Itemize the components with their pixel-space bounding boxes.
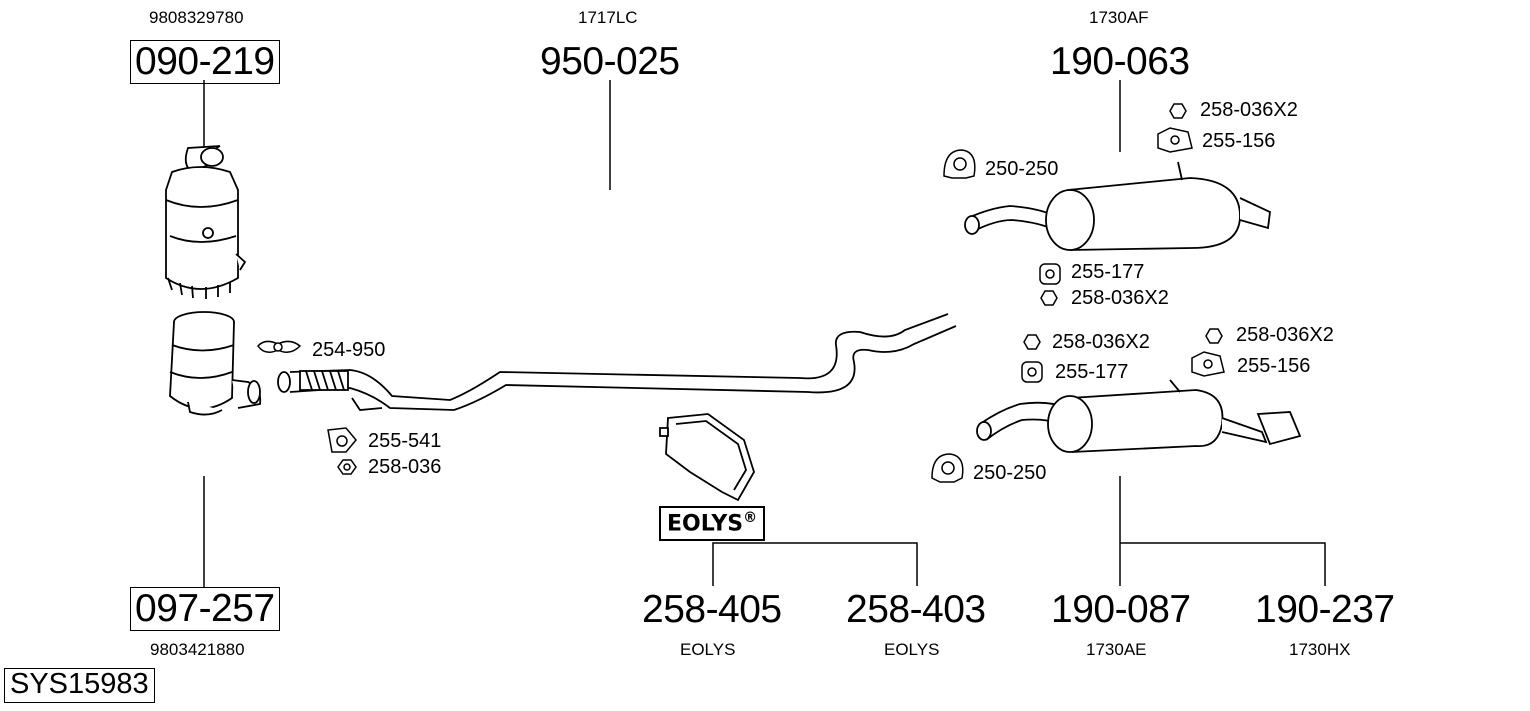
dpf-part-number[interactable]: 097-257 [130, 587, 280, 631]
mount-255-541-drawing [327, 427, 357, 453]
hanger-mid-label[interactable]: 255-177 [1071, 261, 1145, 283]
nut-mid-label[interactable]: 258-036X2 [1071, 287, 1169, 309]
nut-front-label[interactable]: 258-036 [368, 456, 442, 478]
rubber-low-drawing [1191, 351, 1225, 377]
rear-muffler-lower-drawing [976, 379, 1302, 453]
nut-mid-drawing [1040, 290, 1058, 306]
nut-low-right-drawing [1205, 328, 1223, 344]
cat-part-number[interactable]: 090-219 [130, 40, 280, 84]
leader-line-rear-split [1120, 542, 1326, 586]
system-id: SYS15983 [4, 668, 155, 703]
particulate-filter-drawing [169, 311, 262, 416]
rubber-low-label[interactable]: 255-156 [1237, 355, 1311, 377]
hanger-low-label[interactable]: 255-177 [1055, 361, 1129, 383]
clamp-254-950-drawing [257, 340, 302, 353]
eolys-label: EOLYS [667, 511, 744, 537]
cat-oem-ref: 9808329780 [149, 8, 244, 27]
eolys-label-box: EOLYS® [659, 506, 766, 541]
nut-top-a-label[interactable]: 258-036X2 [1200, 99, 1298, 121]
rubber-top-a-drawing [1157, 127, 1193, 153]
rubber-top-a-label[interactable]: 255-156 [1202, 130, 1276, 152]
eolys1-ref: EOLYS [680, 640, 736, 659]
nut-low-left-label[interactable]: 258-036X2 [1052, 331, 1150, 353]
leader-line-eolys [712, 542, 918, 586]
rear-top-oem-ref: 1730AF [1089, 8, 1149, 27]
clamp-250-250-upper-drawing [943, 149, 976, 179]
eolys1-part-number[interactable]: 258-405 [642, 588, 782, 631]
eolys2-ref: EOLYS [884, 640, 940, 659]
rear1-part-number[interactable]: 190-087 [1051, 588, 1191, 631]
nut-258-036-drawing [337, 459, 357, 475]
nut-top-a-drawing [1169, 103, 1187, 119]
clamp-top-label[interactable]: 250-250 [985, 158, 1059, 180]
registered-mark: ® [743, 510, 758, 526]
pipe-part-number[interactable]: 950-025 [540, 40, 680, 83]
hanger-low-drawing [1021, 361, 1043, 383]
pipe-oem-ref: 1717LC [578, 8, 638, 27]
clamp-low-label[interactable]: 250-250 [973, 462, 1047, 484]
rear-muffler-upper-drawing [964, 161, 1271, 251]
rear2-part-number[interactable]: 190-237 [1255, 588, 1395, 631]
catalytic-converter-drawing [165, 145, 247, 299]
eolys-bag-drawing [659, 413, 755, 502]
clamp-front-label[interactable]: 254-950 [312, 339, 386, 361]
eolys2-part-number[interactable]: 258-403 [846, 588, 986, 631]
rear1-oem-ref: 1730AE [1086, 640, 1147, 659]
hanger-mid-drawing [1039, 263, 1061, 285]
clamp-250-250-lower-drawing [931, 453, 964, 483]
mount-front-label[interactable]: 255-541 [368, 430, 442, 452]
dpf-oem-ref: 9803421880 [150, 640, 245, 659]
nut-low-left-drawing [1023, 334, 1041, 350]
front-pipe-drawing [277, 313, 957, 411]
rear-top-part-number[interactable]: 190-063 [1050, 40, 1190, 83]
rear2-oem-ref: 1730HX [1289, 640, 1351, 659]
nut-low-right-label[interactable]: 258-036X2 [1236, 324, 1334, 346]
